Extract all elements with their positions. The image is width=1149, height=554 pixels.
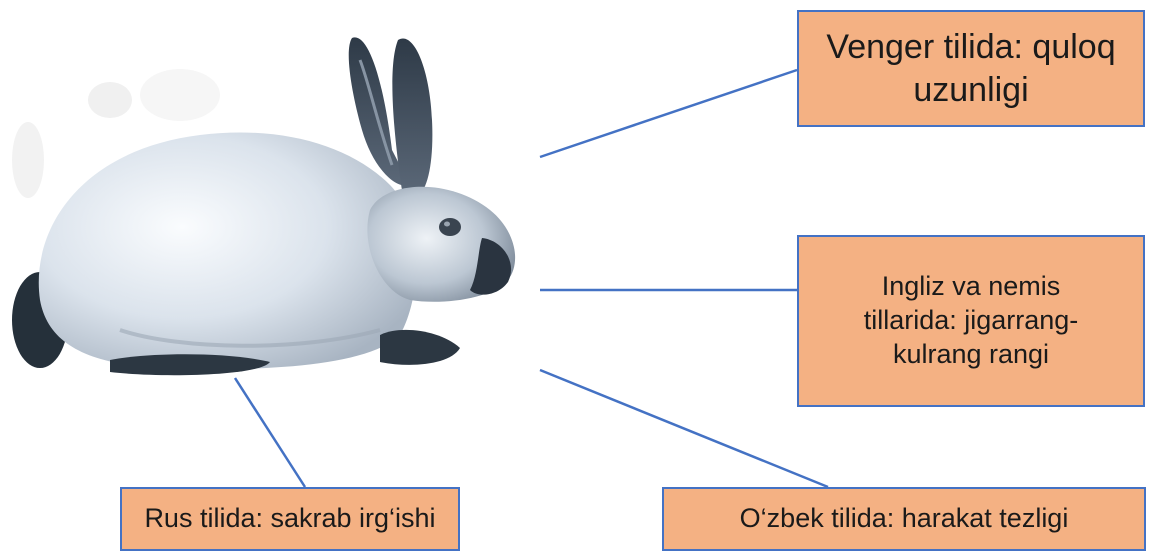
label-uzbek-text: O‘zbek tilida: harakat tezligi (739, 503, 1069, 534)
label-box-english-german: Ingliz va nemis tillarida: jigarrang-kul… (797, 235, 1145, 407)
rabbit-illustration (12, 37, 516, 376)
connector-uzbek (539, 368, 829, 489)
connector-russian (233, 377, 307, 488)
label-hungarian-text: Venger tilida: quloq uzunligi (826, 28, 1116, 109)
label-box-uzbek: O‘zbek tilida: harakat tezligi (662, 487, 1146, 551)
label-russian-text: Rus tilida: sakrab irg‘ishi (144, 503, 436, 534)
label-box-hungarian: Venger tilida: quloq uzunligi (797, 10, 1145, 127)
label-box-russian: Rus tilida: sakrab irg‘ishi (120, 487, 460, 551)
connector-hungarian (539, 68, 798, 159)
label-english-german-text: Ingliz va nemis tillarida: jigarrang-kul… (863, 271, 1079, 369)
